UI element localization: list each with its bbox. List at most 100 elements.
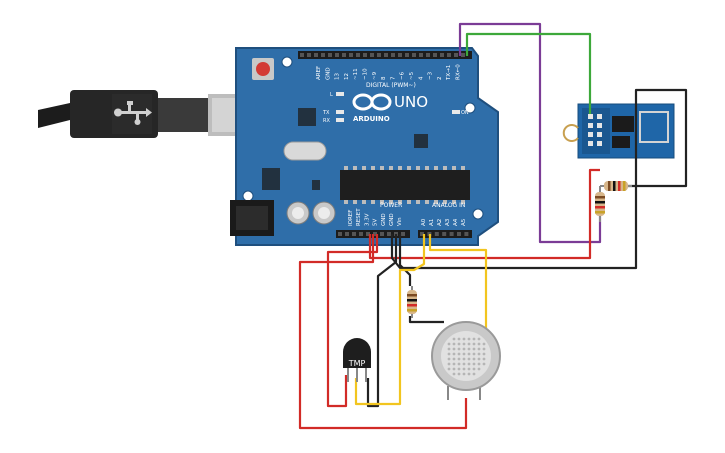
wire-esp-gnd: [408, 316, 444, 324]
header-hole: [434, 232, 439, 236]
mesh-hole: [477, 347, 481, 351]
mesh-hole: [482, 347, 486, 351]
header-hole: [335, 53, 339, 57]
header-hole: [352, 232, 356, 236]
mesh-hole: [447, 347, 451, 351]
digital-pin-label: ~3: [428, 71, 434, 80]
chip-pin: [443, 166, 447, 170]
digital-pin-label: TX→1: [446, 65, 452, 81]
chip-pin: [425, 166, 429, 170]
header-hole: [373, 232, 377, 236]
chip-pin: [452, 200, 456, 204]
header-hole: [412, 53, 416, 57]
board-model: UNO: [394, 93, 428, 111]
mesh-hole: [457, 367, 461, 371]
esp-pin: [597, 123, 602, 128]
power-pin-label: GND: [381, 213, 387, 226]
mesh-hole: [472, 347, 476, 351]
chip-pin: [416, 200, 420, 204]
wire-red-tmp: [326, 234, 379, 408]
header-hole: [370, 53, 374, 57]
analog-pin-label: A2: [437, 219, 443, 226]
mesh-hole: [462, 347, 466, 351]
mesh-hole: [467, 337, 471, 341]
mesh-hole: [447, 342, 451, 346]
mesh-hole: [462, 342, 466, 346]
header-hole: [314, 53, 318, 57]
esp-pin: [588, 141, 593, 146]
header-hole: [433, 53, 437, 57]
mesh-hole: [472, 337, 476, 341]
chip-pin: [362, 166, 366, 170]
wire-yellow-tmp: [354, 234, 426, 406]
mesh-hole: [467, 342, 471, 346]
mesh-hole: [477, 357, 481, 361]
chip-pin: [398, 166, 402, 170]
mesh-hole: [472, 362, 476, 366]
led-rx-label: RX: [323, 118, 330, 124]
resistor-gas: [407, 286, 417, 318]
wire-black-tmp: [366, 234, 398, 408]
mesh-hole: [452, 372, 456, 376]
power-label: POWER: [380, 202, 402, 209]
mesh-hole: [467, 357, 471, 361]
led-on-label: ON: [461, 110, 469, 116]
header-hole: [419, 53, 423, 57]
header-hole: [420, 232, 424, 236]
power-pin-label: IOREF: [348, 210, 354, 226]
mesh-hole: [477, 342, 481, 346]
mesh-hole: [462, 372, 466, 376]
mesh-hole: [457, 342, 461, 346]
header-hole: [380, 232, 384, 236]
mesh-hole: [477, 362, 481, 366]
arduino-logo: [352, 93, 392, 111]
header-hole: [457, 232, 461, 236]
analog-label: ANALOG IN: [432, 202, 465, 209]
resistor-esp-horizontal: [600, 181, 632, 191]
mesh-hole: [457, 347, 461, 351]
header-hole: [464, 232, 469, 236]
digital-pin-label: ~10: [363, 68, 369, 80]
esp-pin: [597, 132, 602, 137]
analog-pin-label: A3: [445, 218, 451, 226]
chip-pin: [461, 200, 465, 204]
esp-pin: [597, 141, 602, 146]
power-pin-label: 3.3V: [364, 213, 370, 226]
wire-yellow-gas: [428, 234, 488, 330]
chip-pin: [371, 200, 375, 204]
digital-pin-label: 8: [381, 76, 387, 80]
mesh-hole: [452, 337, 456, 341]
mesh-hole: [467, 367, 471, 371]
digital-pin-label: AREF: [316, 66, 322, 80]
mesh-hole: [482, 357, 486, 361]
header-hole: [398, 53, 402, 57]
chip-pin: [398, 200, 402, 204]
esp-pin: [588, 123, 593, 128]
header-hole: [391, 53, 395, 57]
header-hole: [342, 53, 346, 57]
mesh-hole: [472, 357, 476, 361]
digital-pin-label: 7: [390, 76, 396, 80]
digital-pin-label: 13: [335, 73, 341, 80]
resistor-esp-vertical: [595, 186, 605, 222]
mesh-hole: [482, 352, 486, 356]
header-hole: [321, 53, 325, 57]
mesh-hole: [477, 337, 481, 341]
header-hole: [384, 53, 388, 57]
mesh-hole: [477, 352, 481, 356]
usb-icon: [114, 101, 152, 125]
mesh-hole: [482, 342, 486, 346]
power-pin-label: 5V: [373, 219, 379, 226]
chip-pin: [407, 200, 411, 204]
header-hole: [345, 232, 349, 236]
header-hole: [377, 53, 381, 57]
esp-pin: [588, 114, 593, 119]
mesh-hole: [452, 367, 456, 371]
header-hole: [401, 232, 405, 236]
mesh-hole: [457, 362, 461, 366]
mesh-hole: [467, 362, 471, 366]
mesh-hole: [457, 372, 461, 376]
header-hole: [356, 53, 360, 57]
mesh-hole: [447, 367, 451, 371]
